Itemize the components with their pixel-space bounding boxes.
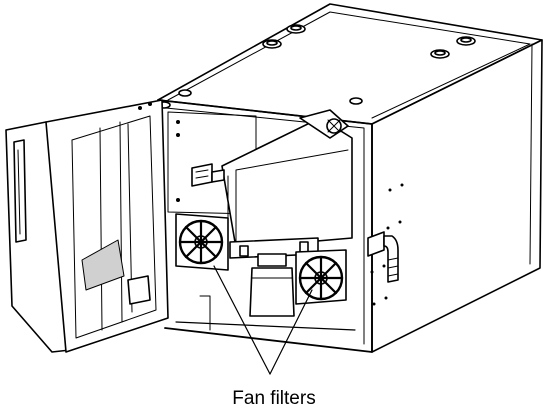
side-dots xyxy=(370,183,404,306)
fan-filters-label: Fan filters xyxy=(232,388,316,409)
housing xyxy=(157,3,543,353)
door-inner-face xyxy=(45,99,169,353)
callout-line-left xyxy=(213,265,271,375)
reagent-bottle xyxy=(249,253,295,317)
top-mounting-holes xyxy=(157,24,476,109)
fluid-connector xyxy=(367,231,399,283)
detector-assembly xyxy=(191,109,353,259)
fan-filter-right xyxy=(295,249,347,305)
front-door xyxy=(5,99,169,353)
fan-filter-left xyxy=(175,213,229,271)
callout-line-right xyxy=(269,289,313,375)
callout-lines xyxy=(213,265,313,375)
